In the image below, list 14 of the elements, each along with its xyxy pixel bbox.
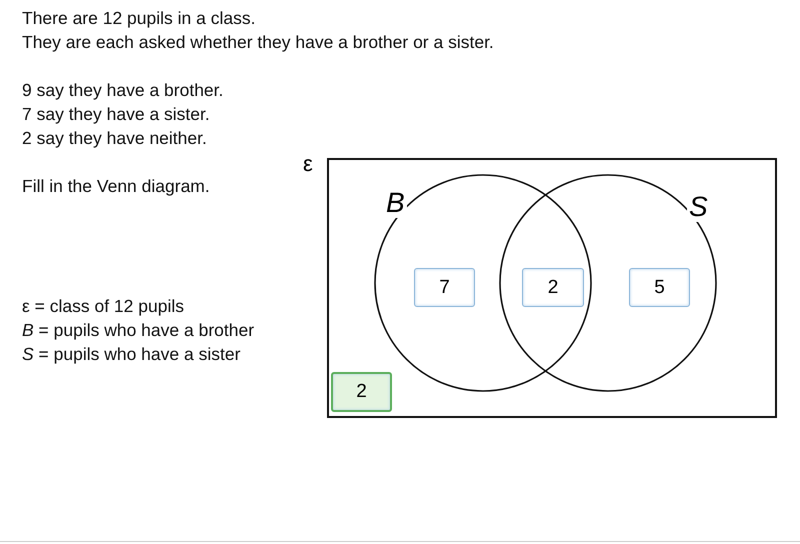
- question-text: 7 say they have a sister.: [22, 104, 210, 124]
- question-text: Fill in the Venn diagram.: [22, 176, 210, 196]
- question-text: They are each asked whether they have a brother or a sister.: [22, 32, 494, 52]
- answer-box: 2: [522, 268, 584, 307]
- question-text: ε = class of 12 pupils: [22, 296, 184, 316]
- question-text: 9 say they have a brother.: [22, 80, 224, 100]
- question-text: B = pupils who have a brother: [22, 320, 254, 340]
- question-text: S = pupils who have a sister: [22, 344, 240, 364]
- question-text: There are 12 pupils in a class.: [22, 8, 256, 28]
- question-text: 2 say they have neither.: [22, 128, 207, 148]
- answer-box: 2: [331, 372, 392, 412]
- answer-box: 7: [414, 268, 475, 307]
- universal-set-symbol: ε: [303, 152, 313, 176]
- answer-box: 5: [629, 268, 690, 307]
